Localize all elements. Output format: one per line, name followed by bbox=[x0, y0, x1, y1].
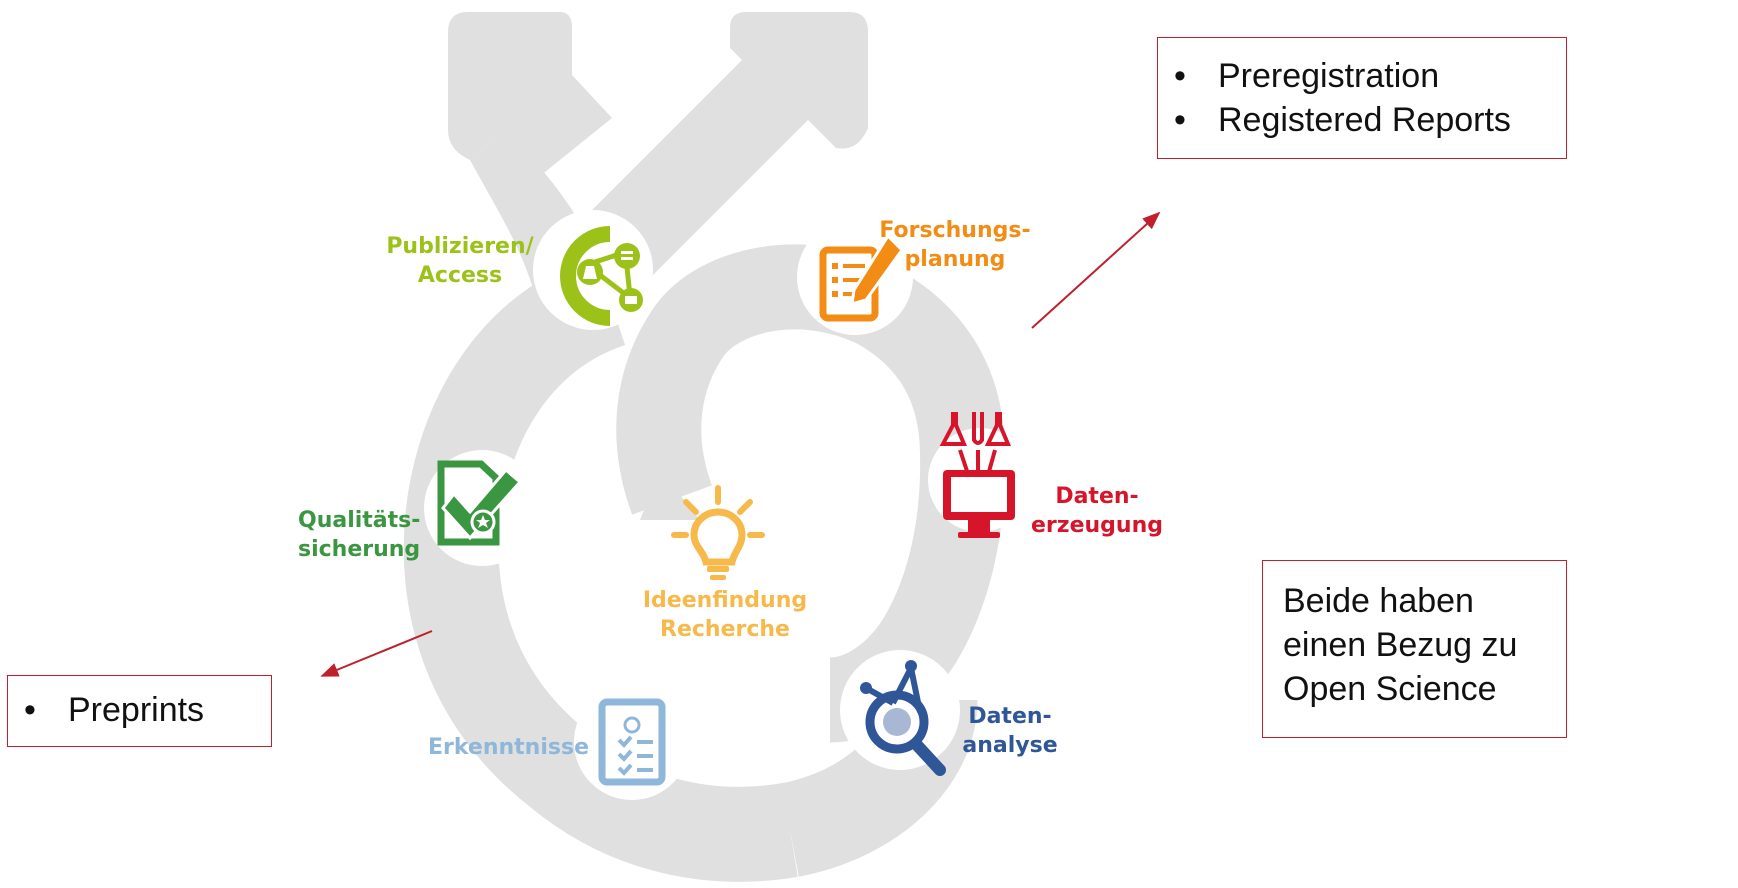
list-item: • Registered Reports bbox=[1158, 98, 1566, 142]
lightbulb-icon bbox=[671, 485, 765, 580]
outer-cycle-band bbox=[403, 254, 798, 882]
magnifier-graph-icon bbox=[860, 660, 946, 776]
annotation-box-open-science-note: Beide haben einen Bezug zu Open Science bbox=[1262, 560, 1567, 738]
list-item-text: Preprints bbox=[68, 691, 205, 729]
lab-monitor-icon bbox=[939, 412, 1015, 538]
list-item: • Preprints bbox=[8, 688, 271, 732]
document-check-icon bbox=[437, 460, 523, 546]
bullet: • bbox=[1174, 101, 1186, 139]
arrow-to-left-box bbox=[320, 630, 433, 677]
annotation-box-preprints: • Preprints bbox=[7, 675, 272, 747]
note-text: Beide haben einen Bezug zu Open Science bbox=[1283, 582, 1518, 708]
label-datenerzeugung: Daten- erzeugung bbox=[1031, 484, 1163, 538]
label-publizieren: Publizieren/ Access bbox=[386, 234, 534, 288]
label-datenanalyse: Daten- analyse bbox=[962, 704, 1058, 758]
label-forschungsplanung: Forschungs- planung bbox=[879, 218, 1031, 272]
label-qualitaetssicherung: Qualitäts- sicherung bbox=[298, 508, 421, 562]
annotation-box-preregistration: • Preregistration • Registered Reports bbox=[1157, 37, 1567, 159]
list-item: • Preregistration bbox=[1158, 54, 1566, 98]
checklist-pencil-icon bbox=[819, 233, 904, 322]
list-item-text: Preregistration bbox=[1218, 57, 1440, 95]
bullet: • bbox=[1174, 57, 1186, 95]
open-access-network-icon bbox=[560, 226, 643, 326]
label-ideenfindung: Ideenfindung Recherche bbox=[642, 588, 808, 642]
label-erkenntnisse: Erkenntnisse bbox=[428, 735, 589, 760]
arrow-to-top-box bbox=[1031, 211, 1161, 329]
list-item-text: Registered Reports bbox=[1218, 101, 1511, 139]
bullet: • bbox=[24, 691, 36, 729]
idea-checklist-icon bbox=[598, 698, 666, 786]
inner-arrow-tip bbox=[640, 470, 700, 520]
